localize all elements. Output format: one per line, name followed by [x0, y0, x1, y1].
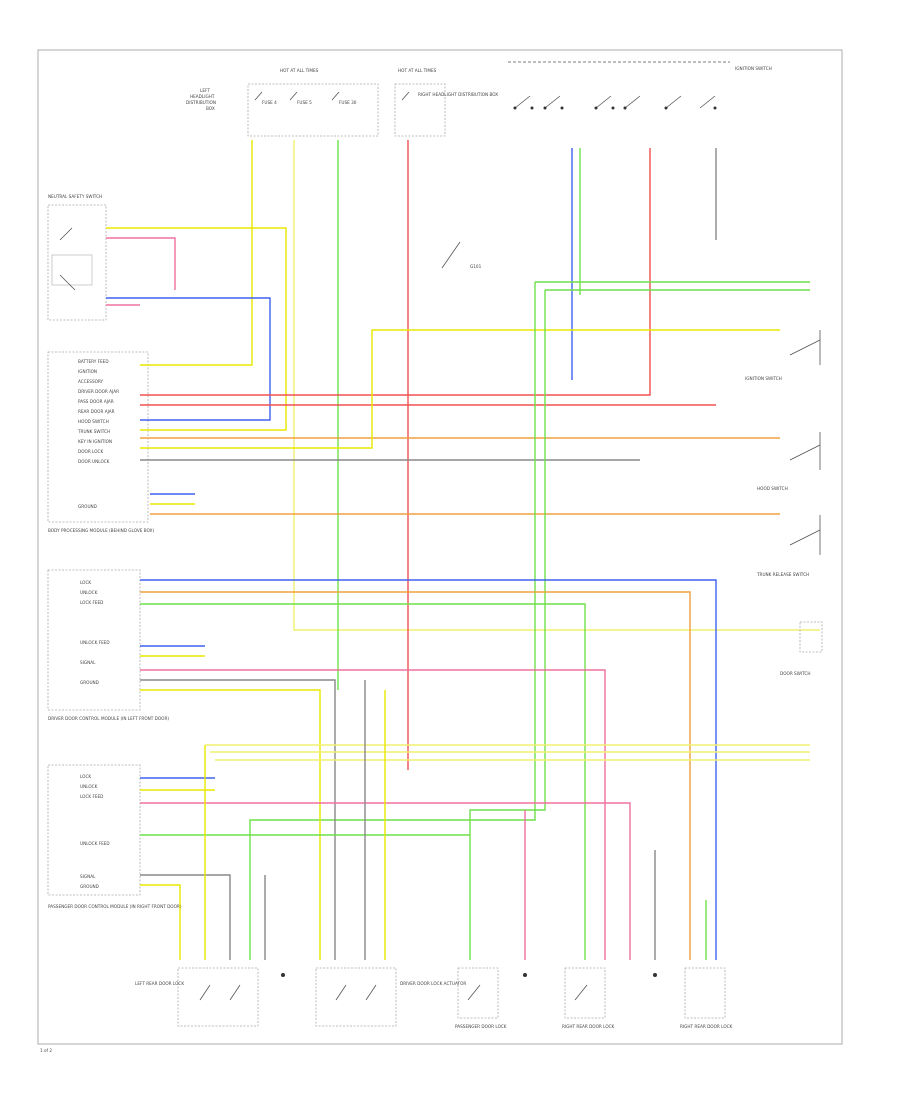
driver-module-label: DRIVER DOOR CONTROL MODULE (IN LEFT FRON… [48, 716, 169, 721]
fuse-30-label: FUSE 30 [339, 100, 357, 105]
page-reference: 1 of 2 [40, 1048, 52, 1053]
neutral-switch-label: NEUTRAL SAFETY SWITCH [48, 194, 102, 199]
diagram-frame [37, 49, 843, 1045]
driver-lock-label: DRIVER DOOR LOCK ACTUATOR [400, 981, 466, 986]
neutral-switch: NEUTRAL SAFETY SWITCH [47, 194, 107, 321]
lf-pin-5: SIGNAL [80, 660, 96, 665]
rf-pin-5: SIGNAL [80, 874, 96, 879]
lf-pin-6: GROUND [80, 680, 99, 685]
right-side-switches: IGNITION SWITCH HOOD SWITCH TRUNK RELEAS… [441, 241, 823, 676]
rf-pin-1: LOCK [80, 774, 91, 779]
ecm-label: BODY PROCESSING MODULE (BEHIND GLOVE BOX… [48, 528, 154, 533]
ignition-sw-right-label: IGNITION SWITCH [745, 376, 782, 381]
ecm-pin-9: KEY IN IGNITION [78, 439, 112, 444]
hood-switch-label: HOOD SWITCH [757, 486, 788, 491]
left-fuse-block: HOT AT ALL TIMES FUSE 4 FUSE 5 FUSE 30 L… [186, 68, 379, 137]
fuse-4-label: FUSE 4 [262, 100, 277, 105]
rf-pin-2: UNLOCK [80, 784, 98, 789]
right-fuse-title: HOT AT ALL TIMES [398, 68, 437, 73]
driver-door-module: DRIVER DOOR CONTROL MODULE (IN LEFT FRON… [47, 569, 169, 721]
ecm-pin-8: TRUNK SWITCH [77, 429, 110, 434]
trunk-switch-label: TRUNK RELEASE SWITCH [756, 572, 809, 577]
bottom-actuators: LEFT REAR DOOR LOCK DRIVER DOOR LOCK ACT… [135, 967, 733, 1029]
ecm-pin-7: HOOD SWITCH [78, 419, 109, 424]
left-fuse-title: HOT AT ALL TIMES [280, 68, 319, 73]
ecm-pin-2: IGNITION [78, 369, 97, 374]
ecm-pin-4: DRIVER DOOR AJAR [78, 389, 119, 394]
ignition-switch-label: IGNITION SWITCH [735, 66, 772, 71]
rear-right-lock-label: RIGHT REAR DOOR LOCK [562, 1024, 615, 1029]
lf-pin-4: UNLOCK FEED [80, 640, 110, 645]
pass-module-label: PASSENGER DOOR CONTROL MODULE (IN RIGHT … [48, 904, 182, 909]
pass-lock-label: PASSENGER DOOR LOCK [455, 1024, 507, 1029]
rf-pin-6: GROUND [80, 884, 99, 889]
ecm-pin-3: ACCESSORY [78, 379, 104, 384]
ecm-pin-10: DOOR LOCK [78, 449, 103, 454]
ecm-pin-12: GROUND [78, 504, 97, 509]
ecm-pin-6: REAR DOOR AJAR [78, 409, 115, 414]
ecm-pin-1: BATTERY FEED [78, 359, 109, 364]
lf-pin-1: LOCK [80, 580, 91, 585]
rear-right-actuator-label: RIGHT REAR DOOR LOCK [680, 1024, 733, 1029]
ground-label: G101 [470, 264, 482, 269]
ignition-switch-top: IGNITION SWITCH [508, 61, 772, 110]
ecm-pin-11: DOOR UNLOCK [78, 459, 110, 464]
right-fuse-block: HOT AT ALL TIMES RIGHT HEADLIGHT DISTRIB… [394, 68, 498, 137]
wires [106, 140, 820, 960]
lf-pin-3: LOCK FEED [80, 600, 103, 605]
rf-pin-4: UNLOCK FEED [80, 841, 110, 846]
passenger-door-module: PASSENGER DOOR CONTROL MODULE (IN RIGHT … [47, 764, 182, 909]
door-switch-right-label: DOOR SWITCH [780, 671, 810, 676]
lf-pin-2: UNLOCK [80, 590, 98, 595]
rf-pin-3: LOCK FEED [80, 794, 103, 799]
right-fuse-name: RIGHT HEADLIGHT DISTRIBUTION BOX [418, 92, 498, 97]
rear-left-lock-label: LEFT REAR DOOR LOCK [135, 981, 184, 986]
ecm-pin-5: PASS DOOR AJAR [78, 399, 114, 404]
fuse-5-label: FUSE 5 [297, 100, 312, 105]
body-processing-module: BODY PROCESSING MODULE (BEHIND GLOVE BOX… [47, 351, 154, 533]
